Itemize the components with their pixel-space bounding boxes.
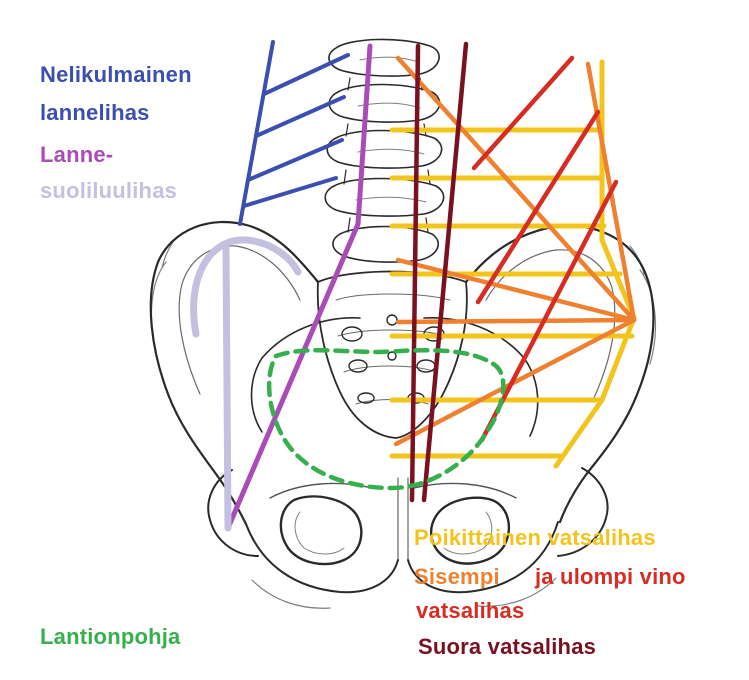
pelvic-floor-label: Lantionpohja [40,626,181,648]
iliopsoas-label-line1: Lanne- [40,144,113,166]
rectus-abdominis-label: Suora vatsalihas [418,636,596,658]
oblique-label-part2: ja ulompi vino [535,566,686,588]
quadratus-lumborum-label-line2: lannelihas [40,102,150,124]
oblique-label-line2: vatsalihas [416,600,524,622]
iliopsoas-label-line2: suoliluulihas [40,180,177,202]
quadratus-lumborum-label-line1: Nelikulmainen [40,64,192,86]
transversus-abdominis-label: Poikittainen vatsalihas [414,527,656,549]
internal-oblique-label: Sisempi [414,566,500,588]
